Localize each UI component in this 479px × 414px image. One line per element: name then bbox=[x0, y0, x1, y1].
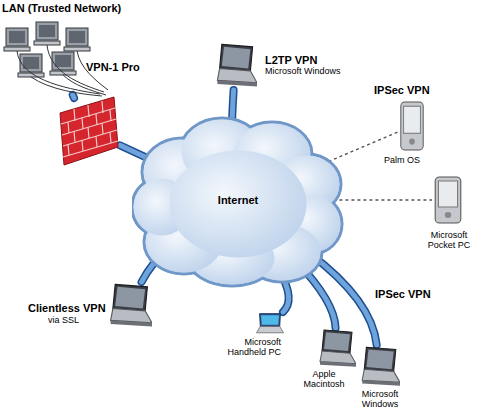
device-illustration bbox=[398, 100, 426, 152]
device-node: Palm OS bbox=[398, 100, 426, 152]
device-node: VPN-1 Pro bbox=[58, 95, 120, 167]
wireless-link bbox=[333, 200, 432, 201]
node-title: VPN-1 Pro bbox=[86, 61, 140, 73]
node-title: Clientless VPN bbox=[28, 302, 106, 314]
node-subtitle: via SSL bbox=[48, 316, 79, 326]
device-illustration bbox=[0, 18, 112, 98]
device-node: Microsoft Windows bbox=[358, 345, 400, 389]
node-title: LAN (Trusted Network) bbox=[2, 2, 121, 14]
device-node: Internet bbox=[132, 112, 344, 288]
device-illustration bbox=[213, 42, 257, 90]
group-label: IPSec VPN bbox=[375, 288, 431, 300]
device-illustration bbox=[58, 95, 120, 167]
node-title: Microsoft Pocket PC bbox=[424, 231, 474, 251]
device-illustration bbox=[432, 175, 464, 225]
network-cable bbox=[73, 95, 74, 98]
device-illustration bbox=[358, 345, 400, 389]
device-node: Microsoft Handheld PC bbox=[255, 312, 285, 336]
node-title: L2TP VPN bbox=[265, 54, 317, 66]
device-node: L2TP VPNMicrosoft Windows bbox=[213, 42, 257, 90]
device-illustration bbox=[106, 282, 152, 330]
device-illustration bbox=[316, 328, 356, 370]
device-node: Apple Macintosh bbox=[316, 328, 356, 370]
group-label: IPSec VPN bbox=[374, 84, 430, 96]
node-title: Microsoft Handheld PC bbox=[223, 338, 281, 358]
device-node: Microsoft Pocket PC bbox=[432, 175, 464, 225]
node-title: Apple Macintosh bbox=[300, 370, 348, 390]
device-node: Clientless VPNvia SSL bbox=[106, 282, 152, 330]
network-cable bbox=[232, 90, 233, 121]
node-title: Microsoft Windows bbox=[354, 390, 406, 410]
node-title: Palm OS bbox=[384, 156, 420, 166]
node-title: Internet bbox=[132, 194, 344, 206]
device-node: LAN (Trusted Network) bbox=[0, 18, 112, 98]
device-illustration bbox=[255, 312, 285, 336]
node-subtitle: Microsoft Windows bbox=[265, 67, 341, 77]
